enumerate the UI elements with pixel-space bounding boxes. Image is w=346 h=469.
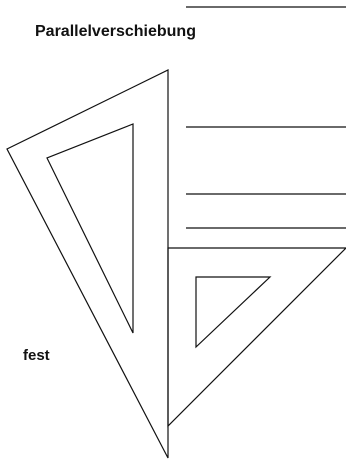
sliding-set-square-inner bbox=[196, 277, 270, 347]
sliding-set-square-outer bbox=[168, 248, 346, 426]
fixed-label: fest bbox=[23, 347, 50, 364]
fixed-set-square-outer bbox=[7, 70, 168, 458]
fixed-set-square-inner bbox=[47, 124, 133, 333]
diagram-title: Parallelverschiebung bbox=[35, 23, 196, 41]
